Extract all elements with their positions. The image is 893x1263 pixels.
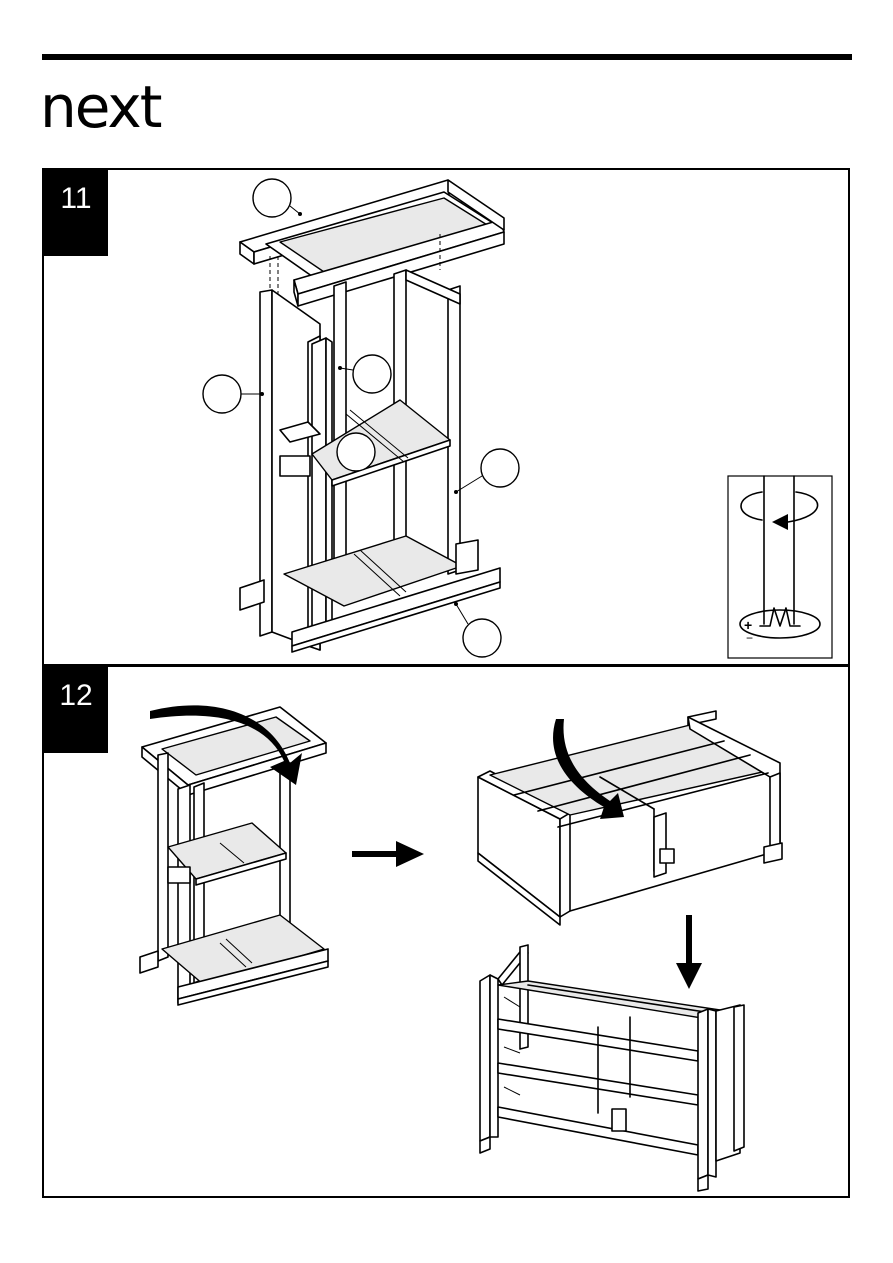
upright-unit xyxy=(140,707,328,1005)
arrow-right-icon xyxy=(352,841,424,867)
unit-lying-down xyxy=(478,711,782,925)
arrow-down-icon xyxy=(676,915,702,989)
svg-text:−: − xyxy=(746,631,753,645)
step-11-diagram: + − xyxy=(44,170,850,666)
callout-centre-post xyxy=(353,355,391,393)
header-rule xyxy=(42,54,852,60)
screwdriver-detail-inset: + − xyxy=(728,476,832,658)
step-11-panel: 11 xyxy=(42,168,850,666)
assembled-unit xyxy=(480,945,744,1191)
step-12-panel: 12 xyxy=(42,665,850,1198)
callout-bottom-frame xyxy=(463,619,501,657)
callout-left-frame xyxy=(203,375,241,413)
callout-shelf xyxy=(337,433,375,471)
callout-right-frame xyxy=(481,449,519,487)
brand-logo: next xyxy=(40,78,161,136)
callout-top-frame xyxy=(253,179,291,217)
step-12-diagram xyxy=(44,667,850,1198)
